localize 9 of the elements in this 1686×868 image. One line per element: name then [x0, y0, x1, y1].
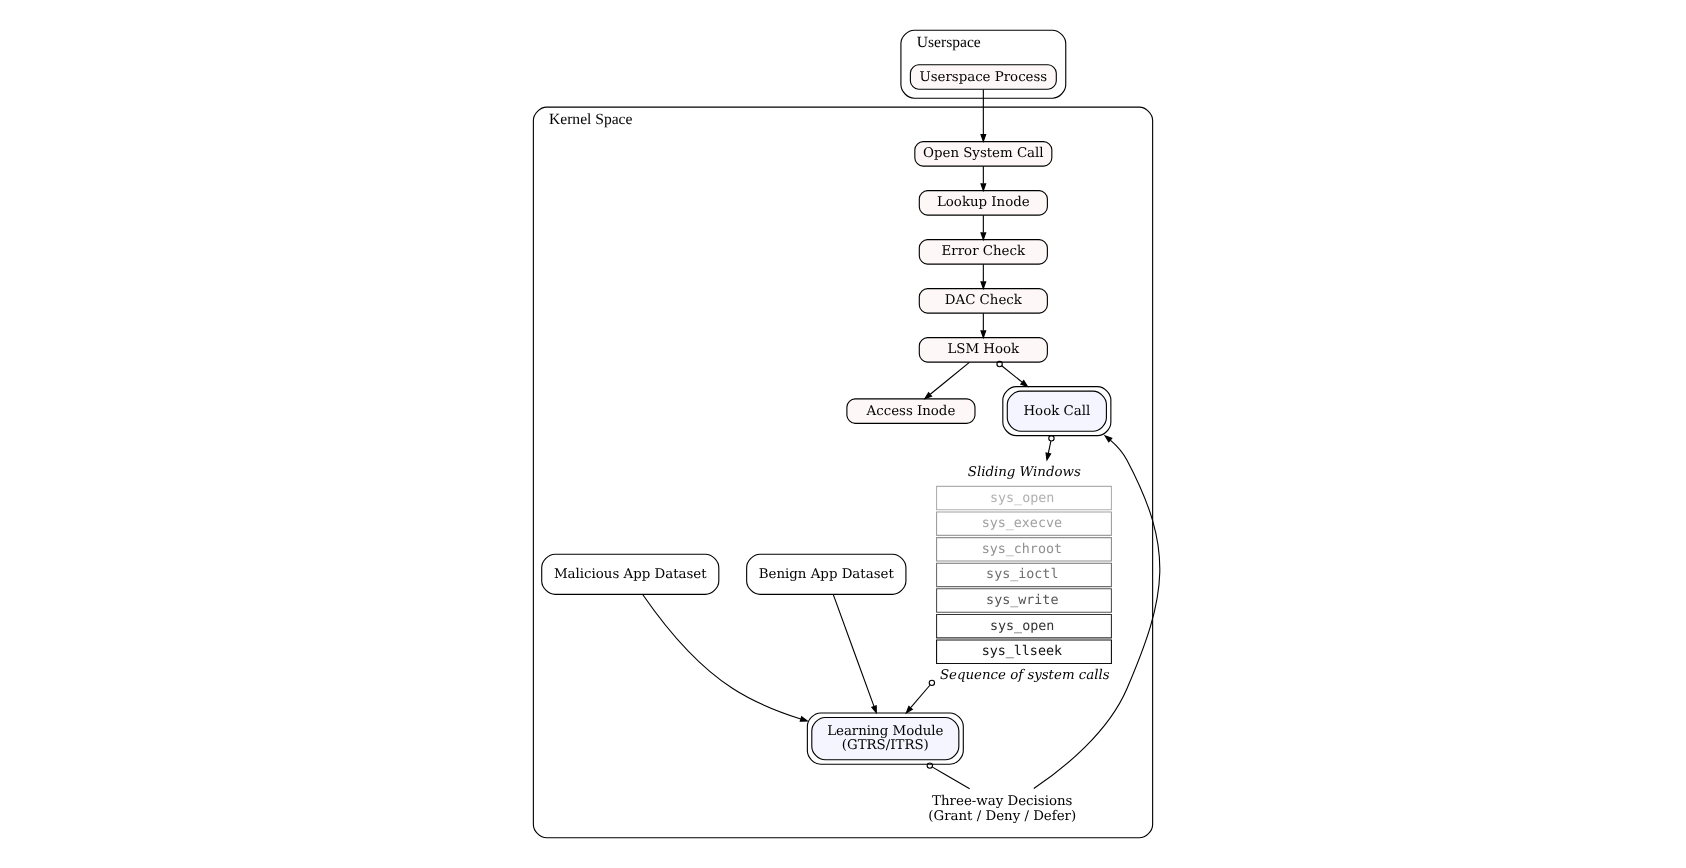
arrow	[832, 594, 877, 715]
arrow	[996, 360, 1029, 388]
arrow	[642, 594, 809, 722]
arrow	[980, 88, 987, 143]
arrow	[905, 679, 936, 715]
arrow	[923, 361, 970, 400]
connector	[926, 762, 971, 790]
arrow	[1033, 434, 1161, 790]
arrow	[1045, 435, 1055, 462]
